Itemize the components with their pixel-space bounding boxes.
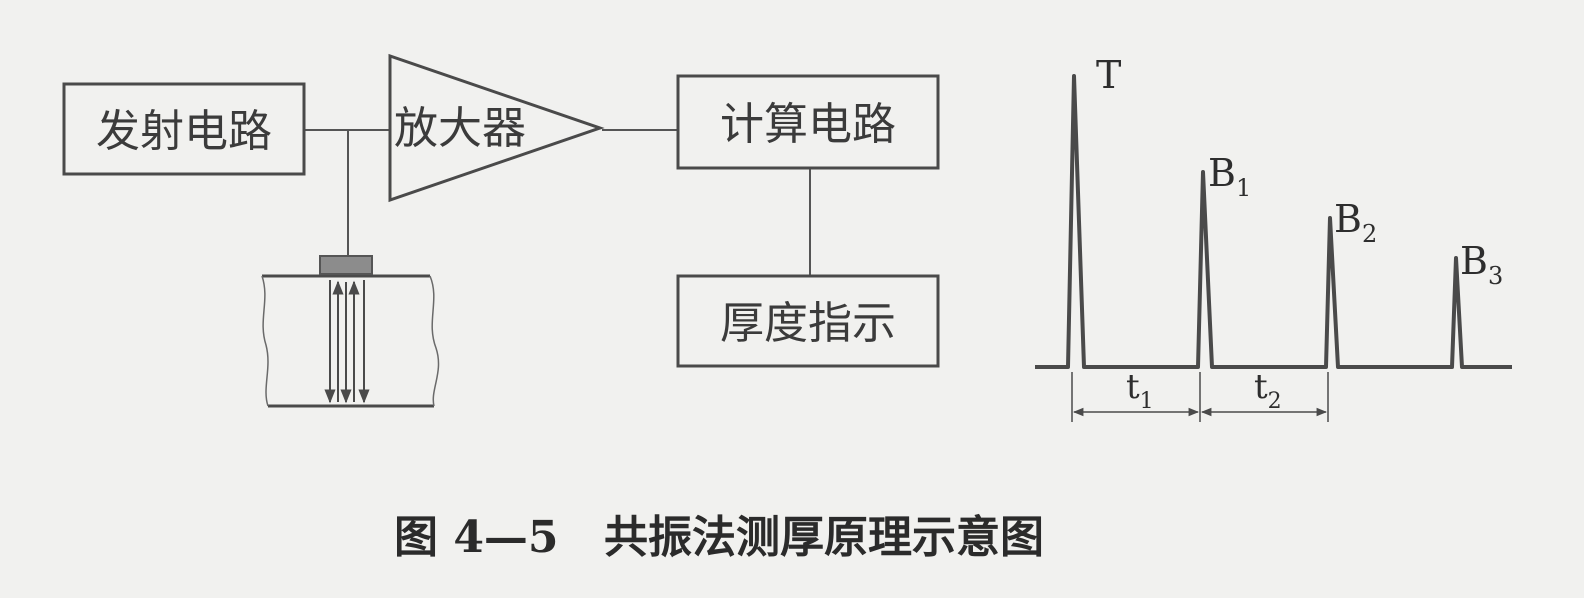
echo-waveform: T B1 B2 B3 t1 t2 bbox=[1035, 53, 1512, 422]
amplifier-label: 放大器 bbox=[394, 103, 526, 154]
waveform-trace bbox=[1035, 74, 1512, 369]
peak-b1-label: B1 bbox=[1208, 151, 1251, 202]
interval-markers bbox=[1071, 372, 1329, 422]
figure-caption: 图 4—5 共振法测厚原理示意图 bbox=[394, 512, 1044, 563]
figure-title: 共振法测厚原理示意图 bbox=[604, 512, 1044, 563]
amplifier-block: 放大器 bbox=[388, 53, 605, 203]
reflected-waves bbox=[324, 280, 370, 404]
thickness-indicator-block: 厚度指示 bbox=[676, 274, 940, 368]
compute-circuit-block: 计算电路 bbox=[676, 74, 940, 170]
test-piece bbox=[261, 255, 440, 408]
peak-b2-label: B2 bbox=[1334, 197, 1377, 248]
transmit-circuit-label: 发射电路 bbox=[96, 106, 272, 157]
transmit-circuit-block: 发射电路 bbox=[62, 82, 306, 176]
interval-t1-label: t1 bbox=[1126, 367, 1154, 414]
transducer bbox=[319, 255, 373, 275]
connection-lines bbox=[305, 129, 811, 276]
peak-t-label: T bbox=[1096, 53, 1121, 97]
figure-number: 图 4—5 bbox=[394, 512, 559, 563]
thickness-indicator-label: 厚度指示 bbox=[720, 298, 896, 349]
interval-t2-label: t2 bbox=[1254, 367, 1282, 414]
peak-b3-label: B3 bbox=[1460, 239, 1503, 290]
compute-circuit-label: 计算电路 bbox=[720, 99, 896, 150]
